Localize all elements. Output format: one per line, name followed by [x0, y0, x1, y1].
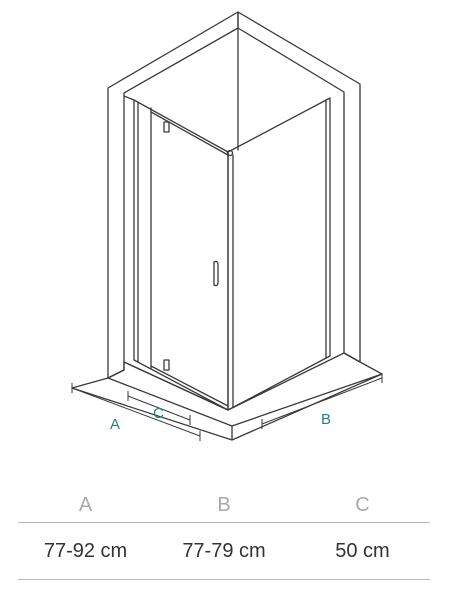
table-header-row: A B C: [18, 488, 430, 522]
dimensions-table: A B C 77-92 cm 77-79 cm 50 cm: [18, 488, 430, 580]
tray-top-edge: [123, 361, 229, 411]
door-bottom-rail: [150, 365, 229, 407]
dimension-line-a: [71, 387, 201, 437]
table-divider-top: [18, 522, 430, 523]
header-a: A: [78, 494, 93, 516]
table-divider-bottom: [18, 579, 430, 580]
door-top-rail: [150, 111, 229, 156]
value-b: 77-79 cm: [182, 540, 266, 562]
shower-enclosure-diagram: A C B: [71, 11, 383, 441]
top-hinge: [163, 121, 170, 133]
tray-left-edge: [107, 377, 233, 427]
dimension-line-c: [127, 395, 191, 421]
corner-joint: [226, 149, 234, 157]
dimension-line-b: [261, 377, 383, 425]
value-c: 50 cm: [335, 540, 390, 562]
value-a: 77-92 cm: [43, 540, 128, 562]
tray-right-edge: [231, 373, 383, 427]
header-c: C: [355, 494, 370, 516]
left-wall: [107, 11, 239, 379]
door-handle-icon: [213, 260, 219, 287]
shower-tray: [71, 352, 383, 441]
header-b: B: [217, 494, 231, 516]
side-panel-frame: [227, 97, 331, 411]
dimension-label-c: C: [153, 405, 164, 422]
dimension-label-b: B: [321, 411, 331, 428]
dimension-label-a: A: [110, 416, 120, 433]
top-bar: [123, 95, 135, 101]
right-wall: [237, 11, 361, 363]
bottom-hinge: [163, 359, 170, 371]
table-value-row: 77-92 cm 77-79 cm 50 cm: [18, 523, 430, 579]
